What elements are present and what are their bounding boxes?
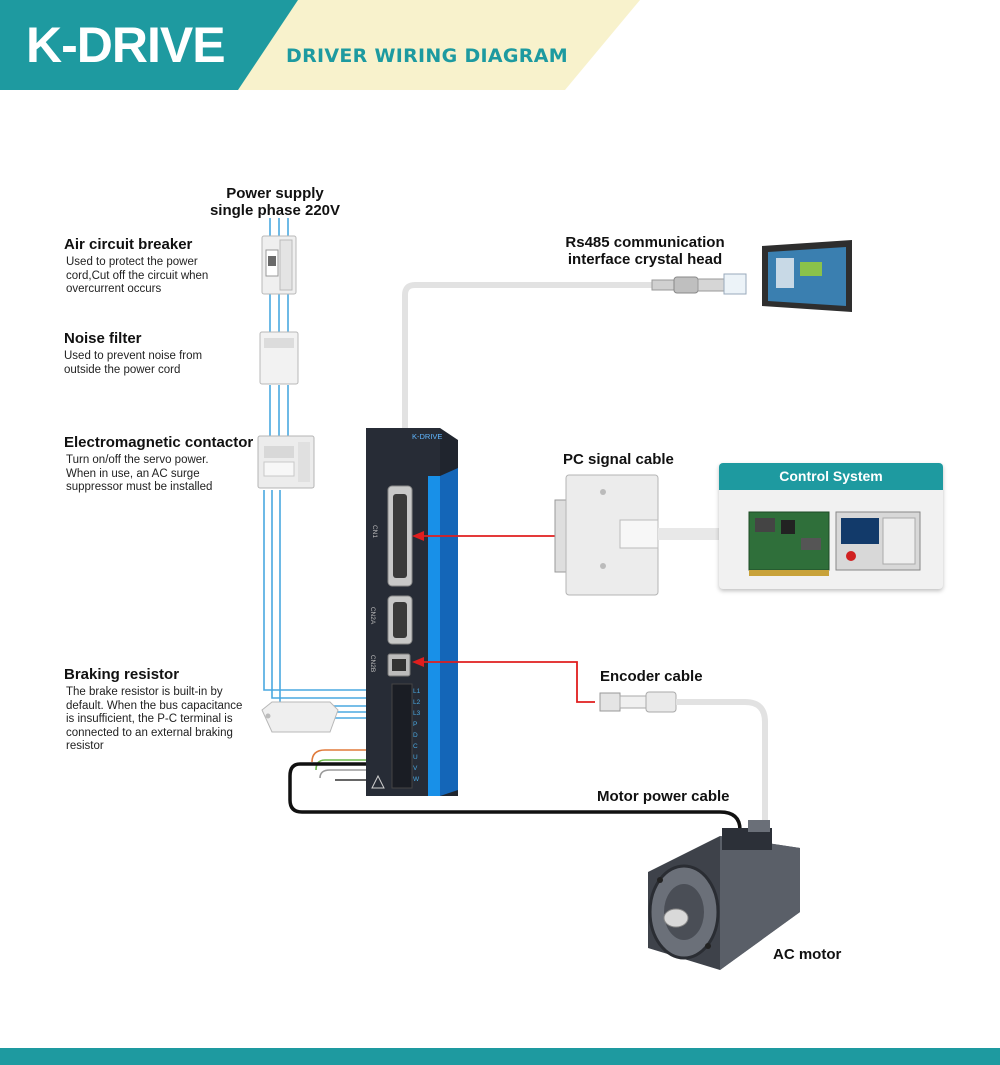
terminal-l1: L1 — [413, 688, 421, 695]
power-supply-line1: Power supply — [226, 185, 324, 202]
port-cn2a-label: CN2A — [369, 606, 377, 625]
terminal-p: P — [413, 721, 418, 728]
pc-signal-title: PC signal cable — [563, 451, 674, 468]
driver-brand: K-DRIVE — [412, 432, 443, 441]
air-breaker-desc-line: Used to protect the power — [66, 256, 198, 268]
rs485-line1: Rs485 communication — [565, 234, 725, 251]
rs485-connector — [651, 273, 747, 295]
noise-filter-desc-line: outside the power cord — [64, 363, 181, 376]
terminal-l2: L2 — [413, 699, 421, 706]
terminal-w: W — [413, 776, 420, 783]
braking-desc-line: default. When the bus capacitance — [66, 699, 243, 712]
pc-signal-connector — [554, 474, 720, 596]
terminal-d: D — [413, 732, 418, 739]
contactor-desc-line: suppressor must be installed — [66, 481, 213, 493]
air-breaker-device — [261, 235, 297, 295]
braking-desc: The brake resistor is built-in by defaul… — [66, 686, 266, 754]
braking-resistor-device — [261, 701, 339, 733]
braking-desc-line: The brake resistor is built-in by — [66, 686, 223, 698]
braking-desc-line: resistor — [66, 740, 104, 752]
terminal-v: V — [413, 765, 418, 772]
contactor-desc-line: When in use, an AC surge — [66, 467, 200, 480]
port-cn2b-label: CN2B — [369, 654, 377, 673]
ac-motor-device — [648, 820, 800, 970]
noise-filter-title: Noise filter — [64, 330, 142, 347]
power-supply-line2: single phase 220V — [209, 202, 341, 219]
footer-bar — [0, 1048, 1000, 1065]
ac-motor-title: AC motor — [773, 946, 842, 963]
contactor-desc: Turn on/off the servo power. When in use… — [66, 454, 256, 495]
rs485-label: Rs485 communication interface crystal he… — [555, 234, 735, 268]
air-breaker-desc: Used to protect the power cord,Cut off t… — [66, 256, 256, 297]
air-breaker-title: Air circuit breaker — [64, 236, 193, 253]
brand-logo: K-DRIVE — [26, 17, 226, 73]
header-banner — [0, 0, 640, 90]
contactor-title: Electromagnetic contactor — [64, 434, 254, 451]
motor-power-title: Motor power cable — [597, 788, 730, 805]
air-breaker-desc-line: cord,Cut off the circuit when — [66, 269, 209, 282]
signal-arrows — [412, 531, 595, 703]
control-system-images — [748, 511, 921, 576]
power-supply-label: Power supply single phase 220V — [200, 185, 350, 219]
terminal-u: U — [413, 754, 418, 761]
touch-panel — [762, 240, 852, 312]
terminal-c: C — [413, 743, 418, 750]
encoder-connector — [599, 691, 768, 830]
air-breaker-desc-line: overcurrent occurs — [66, 283, 162, 295]
contactor-device — [257, 435, 315, 489]
noise-filter-device — [259, 331, 299, 385]
encoder-title: Encoder cable — [600, 668, 703, 685]
page-title: DRIVER WIRING DIAGRAM — [286, 45, 568, 67]
noise-filter-desc: Used to prevent noise from outside the p… — [64, 350, 254, 377]
contactor-desc-line: Turn on/off the servo power. — [66, 454, 209, 466]
port-cn1-label: CN1 — [371, 524, 379, 539]
braking-desc-line: is insufficient, the P-C terminal is — [66, 713, 233, 725]
braking-title: Braking resistor — [64, 666, 180, 683]
noise-filter-desc-line: Used to prevent noise from — [64, 350, 203, 362]
control-system-title: Control System — [719, 463, 943, 490]
braking-desc-line: connected to an external braking — [66, 726, 233, 739]
servo-driver — [366, 428, 458, 796]
terminal-l3: L3 — [413, 710, 421, 717]
rs485-cable — [402, 282, 660, 428]
terminal-labels: L1 L2 L3 P D C U V W — [413, 686, 423, 785]
rs485-line2: interface crystal head — [567, 251, 723, 268]
control-system-panel: Control System — [719, 463, 943, 589]
motor-power-cable — [288, 762, 742, 831]
